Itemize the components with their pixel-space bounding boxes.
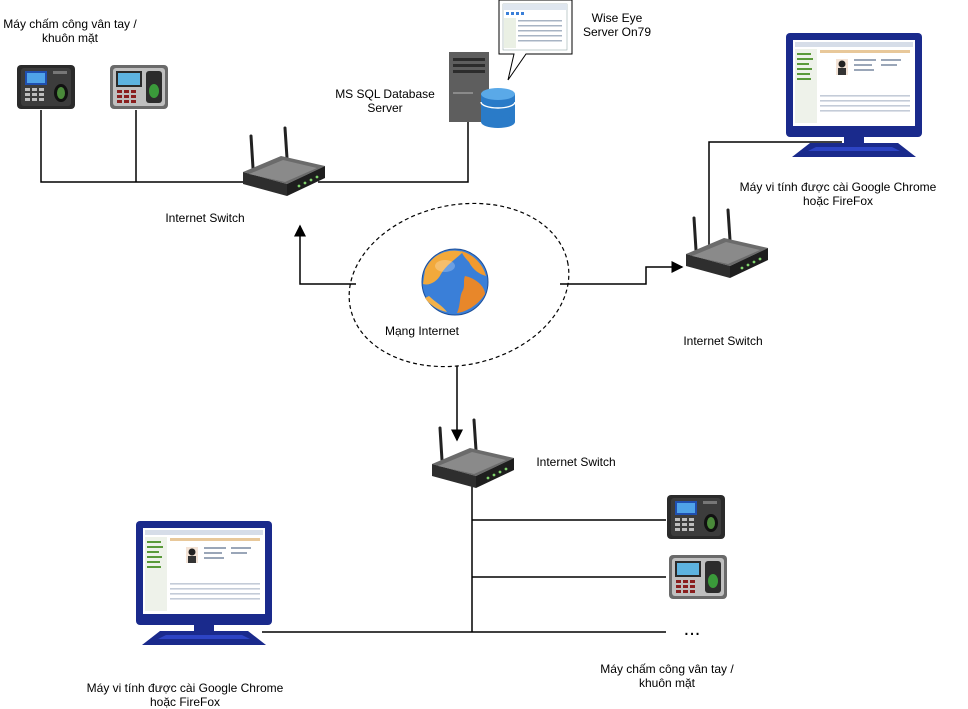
label-ellipsis: ... xyxy=(683,618,701,640)
fingerprint-terminal-icon-bottom-1 xyxy=(667,495,725,539)
router-icon-right xyxy=(684,208,770,280)
monitor-icon-bottom xyxy=(136,521,272,645)
label-sql-server: MS SQL Database Server xyxy=(335,87,435,115)
label-switch-top-left: Internet Switch xyxy=(165,211,245,225)
label-top-devices: Máy chấm công vân tay / khuôn mặt xyxy=(3,17,137,45)
wise-eye-callout xyxy=(498,0,573,81)
internet-cloud xyxy=(348,202,570,368)
link-pc-right xyxy=(708,141,842,252)
label-pc-right: Máy vi tính được cài Google Chrome hoặc … xyxy=(739,180,937,208)
label-switch-bottom: Internet Switch xyxy=(536,455,616,469)
link-top-left-terminal xyxy=(40,110,247,183)
globe-icon xyxy=(421,248,489,316)
label-pc-bottom: Máy vi tính được cài Google Chrome hoặc … xyxy=(86,681,284,709)
fingerprint-terminal-icon-top-1 xyxy=(17,65,75,109)
label-switch-right: Internet Switch xyxy=(683,334,763,348)
fingerprint-terminal-icon-bottom-2 xyxy=(669,555,727,599)
connection-lines xyxy=(40,110,842,633)
database-icon xyxy=(480,88,516,128)
label-wise-eye-server: Wise Eye Server On79 xyxy=(582,11,652,39)
label-bottom-devices: Máy chấm công vân tay / khuôn mặt xyxy=(600,662,734,690)
fingerprint-terminal-icon-top-2 xyxy=(110,65,168,109)
router-icon-bottom xyxy=(430,418,516,490)
link-internet-to-switch-top xyxy=(294,224,356,285)
monitor-icon-right xyxy=(786,33,922,157)
label-internet: Mạng Internet xyxy=(384,324,460,338)
router-icon-top-left xyxy=(241,126,327,198)
link-internet-to-switch-right xyxy=(560,261,684,285)
link-sql-server xyxy=(318,120,469,183)
